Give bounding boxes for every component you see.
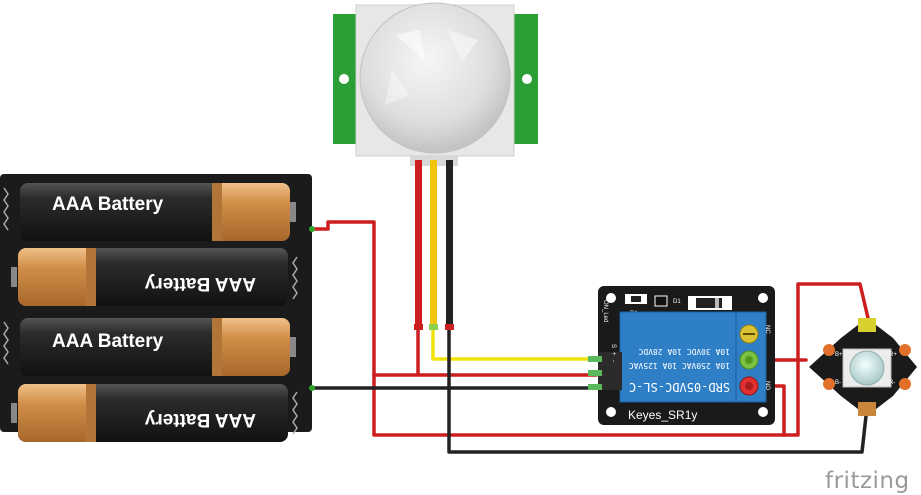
battery-label: AAA Battery [144,409,256,430]
pad-label-b-plus: B+ [835,352,843,358]
screw-head-icon [745,356,753,364]
led-smd-icon [654,295,668,307]
diode-body [696,298,722,308]
led-pad-r-minus [899,378,911,390]
connector-dot [309,226,315,232]
relay-rating-2: 10A 30VDC 10A 28VDC [638,347,730,356]
relay-module-name: Keyes_SR1y [628,408,697,422]
label-on-led: ON_Led [602,300,608,322]
pir-dome [359,2,511,154]
pad-label-r-minus: R- [889,380,895,386]
label-nc: NC [764,325,770,334]
led-star: B+ R+ B- R- [809,318,917,416]
led-lens [849,350,885,386]
pir-sensor [333,2,538,330]
spring-icon [292,256,298,300]
battery-cell: AAA Battery [20,318,296,376]
relay-pin-vcc [588,370,602,376]
dome-facet-icon [395,30,425,60]
pir-pin-out [430,160,437,330]
battery-cell: AAA Battery [20,183,296,241]
pad-label-b-minus: B- [835,380,841,386]
connector-dot [309,385,315,391]
resistor-body [631,296,641,302]
spring-icon [3,187,9,231]
battery-label: AAA Battery [52,194,164,215]
pin-end [445,324,454,330]
dome-facet-icon [385,70,410,105]
battery-pack: AAA Battery AAA Battery AAA Battery AAA … [0,174,312,442]
mount-hole-icon [758,293,768,303]
mount-hole-icon [758,407,768,417]
led-pad-bottom [858,402,876,416]
relay-pin-gnd [588,384,602,390]
mount-hole-icon [606,407,616,417]
spring-icon [3,321,9,365]
wires [309,220,870,454]
wire-yellow-pir-signal [431,326,598,361]
pir-pin-vcc [415,160,422,330]
pir-pin-gnd [446,160,453,330]
battery-label: AAA Battery [144,273,256,294]
wire-red-battery-positive [310,220,598,377]
led-pad-r-plus [899,344,911,356]
led-pad-b-minus [823,378,835,390]
relay-pin-signal [588,356,602,362]
relay-model: SRD-05VDC-SL-C [629,380,730,394]
battery-cell: AAA Battery [11,248,288,306]
label-minus: - [610,360,616,362]
led-pad-top [858,318,876,332]
screw-head-icon [745,382,753,390]
label-d1: D1 [673,299,681,305]
battery-cell: AAA Battery [11,384,288,442]
pin-end [414,324,423,330]
diode-band [715,298,719,308]
mount-hole-icon [522,74,532,84]
label-no: NO [764,381,770,390]
dome-facet-icon [448,30,478,62]
label-s: S [610,344,616,348]
spring-icon [292,391,298,435]
mount-hole-icon [339,74,349,84]
fritzing-logo: fritzing [825,468,910,494]
pad-label-r-plus: R+ [889,352,897,358]
relay-rating-1: 10A 250VAC 10A 125VAC [629,361,730,370]
relay-markings: SRD-05VDC-SL-C 10A 250VAC 10A 125VAC 10A… [629,347,730,394]
label-plus: + [610,352,616,356]
led-pad-b-plus [823,344,835,356]
relay-module: R1 D1 SRD-05VDC-SL-C 10A 250VAC 10A 125V… [588,286,775,425]
wire-black-pir-gnd [447,326,868,454]
mount-hole-icon [606,293,616,303]
pin-end [429,324,438,330]
battery-label: AAA Battery [52,331,164,352]
